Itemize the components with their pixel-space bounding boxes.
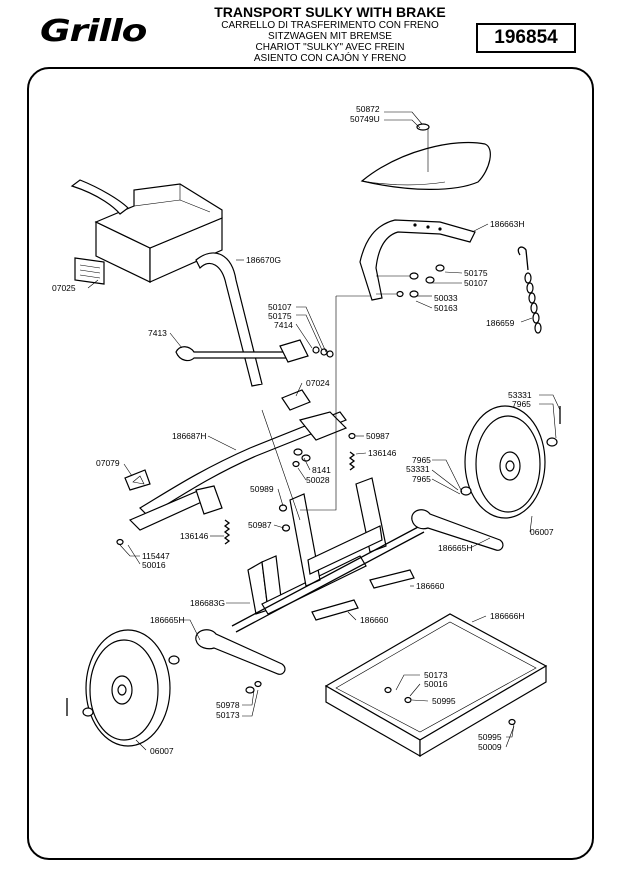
- label-07024-part: [281, 389, 311, 411]
- label-50978: 50978: [216, 700, 240, 710]
- label-186687h: 186687H: [172, 431, 207, 441]
- label-50107-rod: 50107: [268, 302, 292, 312]
- label-186660-low: 186660: [360, 615, 389, 625]
- title-block: TRANSPORT SULKY WITH BRAKE CARRELLO DI T…: [180, 4, 480, 64]
- label-50749u: 50749U: [350, 114, 380, 124]
- label-50987-top: 50987: [366, 431, 390, 441]
- label-07025: 07025: [52, 283, 76, 293]
- label-186663h: 186663H: [490, 219, 525, 229]
- label-50033: 50033: [434, 293, 458, 303]
- label-7413: 7413: [148, 328, 167, 338]
- label-06007-right: 06007: [530, 527, 554, 537]
- wheel-arm-right: [411, 509, 504, 551]
- axle: [231, 525, 425, 633]
- label-7414: 7414: [274, 320, 293, 330]
- label-115447: 115447: [142, 551, 170, 561]
- label-186670g: 186670G: [246, 255, 281, 265]
- plate-07025: [74, 257, 105, 285]
- label-136146-top: 136146: [368, 448, 397, 458]
- label-186665h-right: 186665H: [438, 543, 473, 553]
- brake-rod: [175, 339, 334, 363]
- label-50028: 50028: [306, 475, 330, 485]
- label-186660-top: 186660: [416, 581, 445, 591]
- plates-186660: [311, 569, 415, 621]
- wheel-arm-left: [195, 629, 286, 675]
- main-frame-tube: [128, 411, 348, 531]
- label-50995-low: 50995: [478, 732, 502, 742]
- label-53331-mid: 53331: [406, 464, 430, 474]
- label-50107-seat: 50107: [464, 278, 488, 288]
- label-186665h-left: 186665H: [150, 615, 185, 625]
- springs: [223, 451, 356, 545]
- tray-hardware: [245, 680, 516, 726]
- small-hardware: [116, 432, 356, 546]
- label-186666h: 186666H: [490, 611, 525, 621]
- label-7965-low: 7965: [412, 474, 431, 484]
- label-7965-top: 7965: [512, 399, 531, 409]
- part-code-box: 196854: [476, 23, 576, 53]
- part-labels: 50872 50749U 186663H 50175 50107 50033 5…: [52, 104, 554, 756]
- grillo-logo: Grillo: [40, 14, 147, 49]
- diagram-frame: [27, 67, 594, 860]
- document-title: TRANSPORT SULKY WITH BRAKE: [214, 4, 446, 20]
- subtitle-it: CARRELLO DI TRASFERIMENTO CON FRENO: [221, 20, 439, 31]
- label-50173-tray: 50173: [424, 670, 448, 680]
- label-50173-arm: 50173: [216, 710, 240, 720]
- subtitle-es: ASIENTO CON CAJÓN Y FRENO: [253, 53, 407, 64]
- seat-bolts: [376, 264, 445, 298]
- label-53331-top: 53331: [508, 390, 532, 400]
- subtitle-de: SITZWAGEN MIT BREMSE: [268, 31, 392, 42]
- label-186659: 186659: [486, 318, 515, 328]
- label-50016-tray: 50016: [424, 679, 448, 689]
- seat: [360, 123, 491, 190]
- label-50987-low: 50987: [248, 520, 272, 530]
- plate-07079: [124, 469, 151, 491]
- tray: [324, 613, 548, 758]
- storage-box: [94, 183, 223, 283]
- label-07079: 07079: [96, 458, 120, 468]
- label-50016-frame: 50016: [142, 560, 166, 570]
- label-8141: 8141: [312, 465, 331, 475]
- label-50175-rod: 50175: [268, 311, 292, 321]
- header: Grillo TRANSPORT SULKY WITH BRAKE CARREL…: [0, 0, 621, 66]
- wheel-right: [460, 405, 561, 519]
- label-07024: 07024: [306, 378, 330, 388]
- seat-bracket: [359, 219, 476, 301]
- wheel-left: [66, 629, 180, 747]
- leader-lines: [87, 111, 561, 751]
- label-136146-low: 136146: [180, 531, 209, 541]
- label-50872: 50872: [356, 104, 380, 114]
- label-50163: 50163: [434, 303, 458, 313]
- label-50009: 50009: [478, 742, 502, 752]
- label-7965-mid: 7965: [412, 455, 431, 465]
- chassis-stand: [247, 477, 387, 615]
- label-06007-left: 06007: [150, 746, 174, 756]
- label-50175-seat: 50175: [464, 268, 488, 278]
- label-186683g: 186683G: [190, 598, 225, 608]
- hook-chain: [517, 246, 542, 334]
- label-50995-tray: 50995: [432, 696, 456, 706]
- subtitle-fr: CHARIOT "SULKY" AVEC FREIN: [255, 42, 405, 53]
- label-50989: 50989: [250, 484, 274, 494]
